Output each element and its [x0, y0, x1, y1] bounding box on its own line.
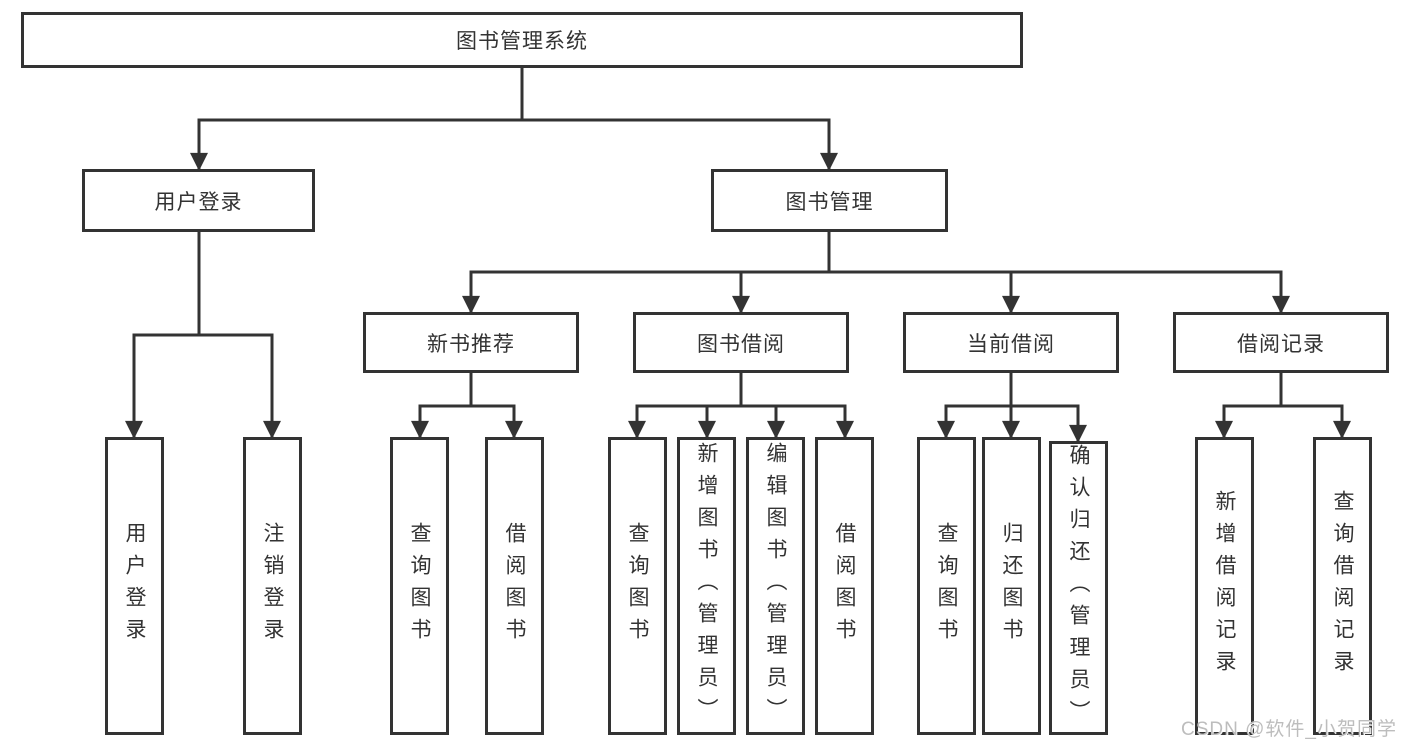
- leaf-query-borrow-record: 查询借阅记录: [1313, 437, 1372, 735]
- leaf-label: 编辑图书（管理员）: [764, 442, 787, 730]
- node-user-login: 用户登录: [82, 169, 315, 232]
- leaf-query-books-current: 查询图书: [917, 437, 976, 735]
- leaf-label: 查询借阅记录: [1331, 490, 1354, 682]
- node-new-book-recommendation: 新书推荐: [363, 312, 579, 373]
- leaf-borrow-books: 借阅图书: [815, 437, 874, 735]
- leaf-label: 借阅图书: [833, 522, 856, 650]
- leaf-logout-login: 注销登录: [243, 437, 302, 735]
- csdn-watermark: CSDN @软件_小贺同学: [1181, 719, 1397, 740]
- node-root: 图书管理系统: [21, 12, 1023, 68]
- leaf-label: 借阅图书: [503, 522, 526, 650]
- leaf-add-borrow-record: 新增借阅记录: [1195, 437, 1254, 735]
- leaf-label: 查询图书: [626, 522, 649, 650]
- leaf-add-books-admin: 新增图书（管理员）: [677, 437, 736, 735]
- leaf-confirm-return-admin: 确认归还（管理员）: [1049, 441, 1108, 735]
- leaf-label: 新增图书（管理员）: [695, 442, 718, 730]
- leaf-query-books-borrow: 查询图书: [608, 437, 667, 735]
- leaf-edit-books-admin: 编辑图书（管理员）: [746, 437, 805, 735]
- leaf-label: 注销登录: [261, 522, 284, 650]
- leaf-query-books-recommend: 查询图书: [390, 437, 449, 735]
- leaf-label: 新增借阅记录: [1213, 490, 1236, 682]
- leaf-return-books: 归还图书: [982, 437, 1041, 735]
- node-book-borrowing: 图书借阅: [633, 312, 849, 373]
- node-book-management: 图书管理: [711, 169, 948, 232]
- leaf-user-login: 用户登录: [105, 437, 164, 735]
- node-borrowing-records: 借阅记录: [1173, 312, 1389, 373]
- leaf-label: 用户登录: [123, 522, 146, 650]
- leaf-borrow-books-recommend: 借阅图书: [485, 437, 544, 735]
- leaf-label: 查询图书: [935, 522, 958, 650]
- leaf-label: 归还图书: [1000, 522, 1023, 650]
- node-current-borrowing: 当前借阅: [903, 312, 1119, 373]
- leaf-label: 确认归还（管理员）: [1067, 444, 1090, 732]
- leaf-label: 查询图书: [408, 522, 431, 650]
